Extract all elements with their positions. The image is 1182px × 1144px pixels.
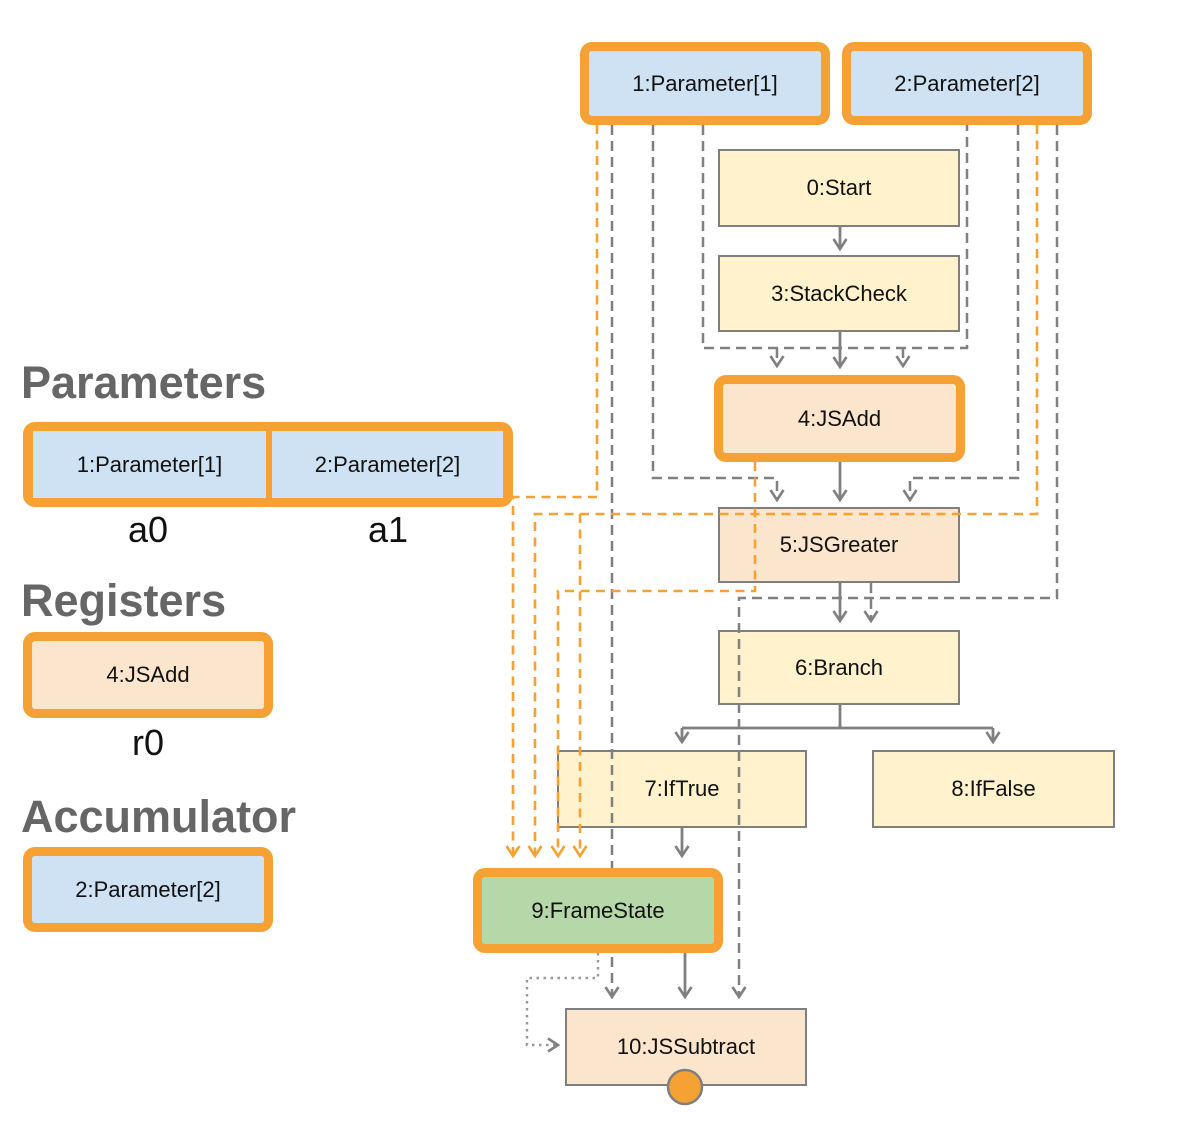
register-slot-r0: 4:JSAdd (23, 632, 273, 718)
registers-heading: Registers (21, 575, 227, 626)
register-name-a1: a1 (367, 509, 409, 550)
node-5-jsgreater: 5:JSGreater (718, 507, 960, 583)
accumulator-slot: 2:Parameter[2] (23, 847, 273, 932)
register-name-a0: a0 (127, 509, 169, 550)
accumulator-heading: Accumulator (21, 791, 297, 842)
parameters-heading: Parameters (21, 357, 267, 408)
node-6-branch: 6:Branch (718, 630, 960, 705)
node-2-parameter-2: 2:Parameter[2] (842, 42, 1092, 125)
node-0-start: 0:Start (718, 149, 960, 227)
parameters-frame: 1:Parameter[1] 2:Parameter[2] (23, 422, 513, 507)
orange-dashed-framestate-edges (513, 125, 1039, 856)
solid-control-edges (682, 227, 993, 997)
node-7-iftrue: 7:IfTrue (557, 750, 807, 828)
node-10-jssubtract: 10:JSSubtract (565, 1008, 807, 1086)
node-8-iffalse: 8:IfFalse (872, 750, 1115, 828)
node-1-parameter-1: 1:Parameter[1] (580, 42, 830, 125)
parameter-slot-a0: 1:Parameter[1] (33, 431, 266, 498)
node-4-jsadd: 4:JSAdd (714, 375, 965, 462)
register-name-r0: r0 (131, 722, 165, 763)
node-3-stackcheck: 3:StackCheck (718, 255, 960, 332)
parameter-slot-a1: 2:Parameter[2] (272, 431, 503, 498)
node-9-framestate: 9:FrameState (473, 868, 723, 953)
